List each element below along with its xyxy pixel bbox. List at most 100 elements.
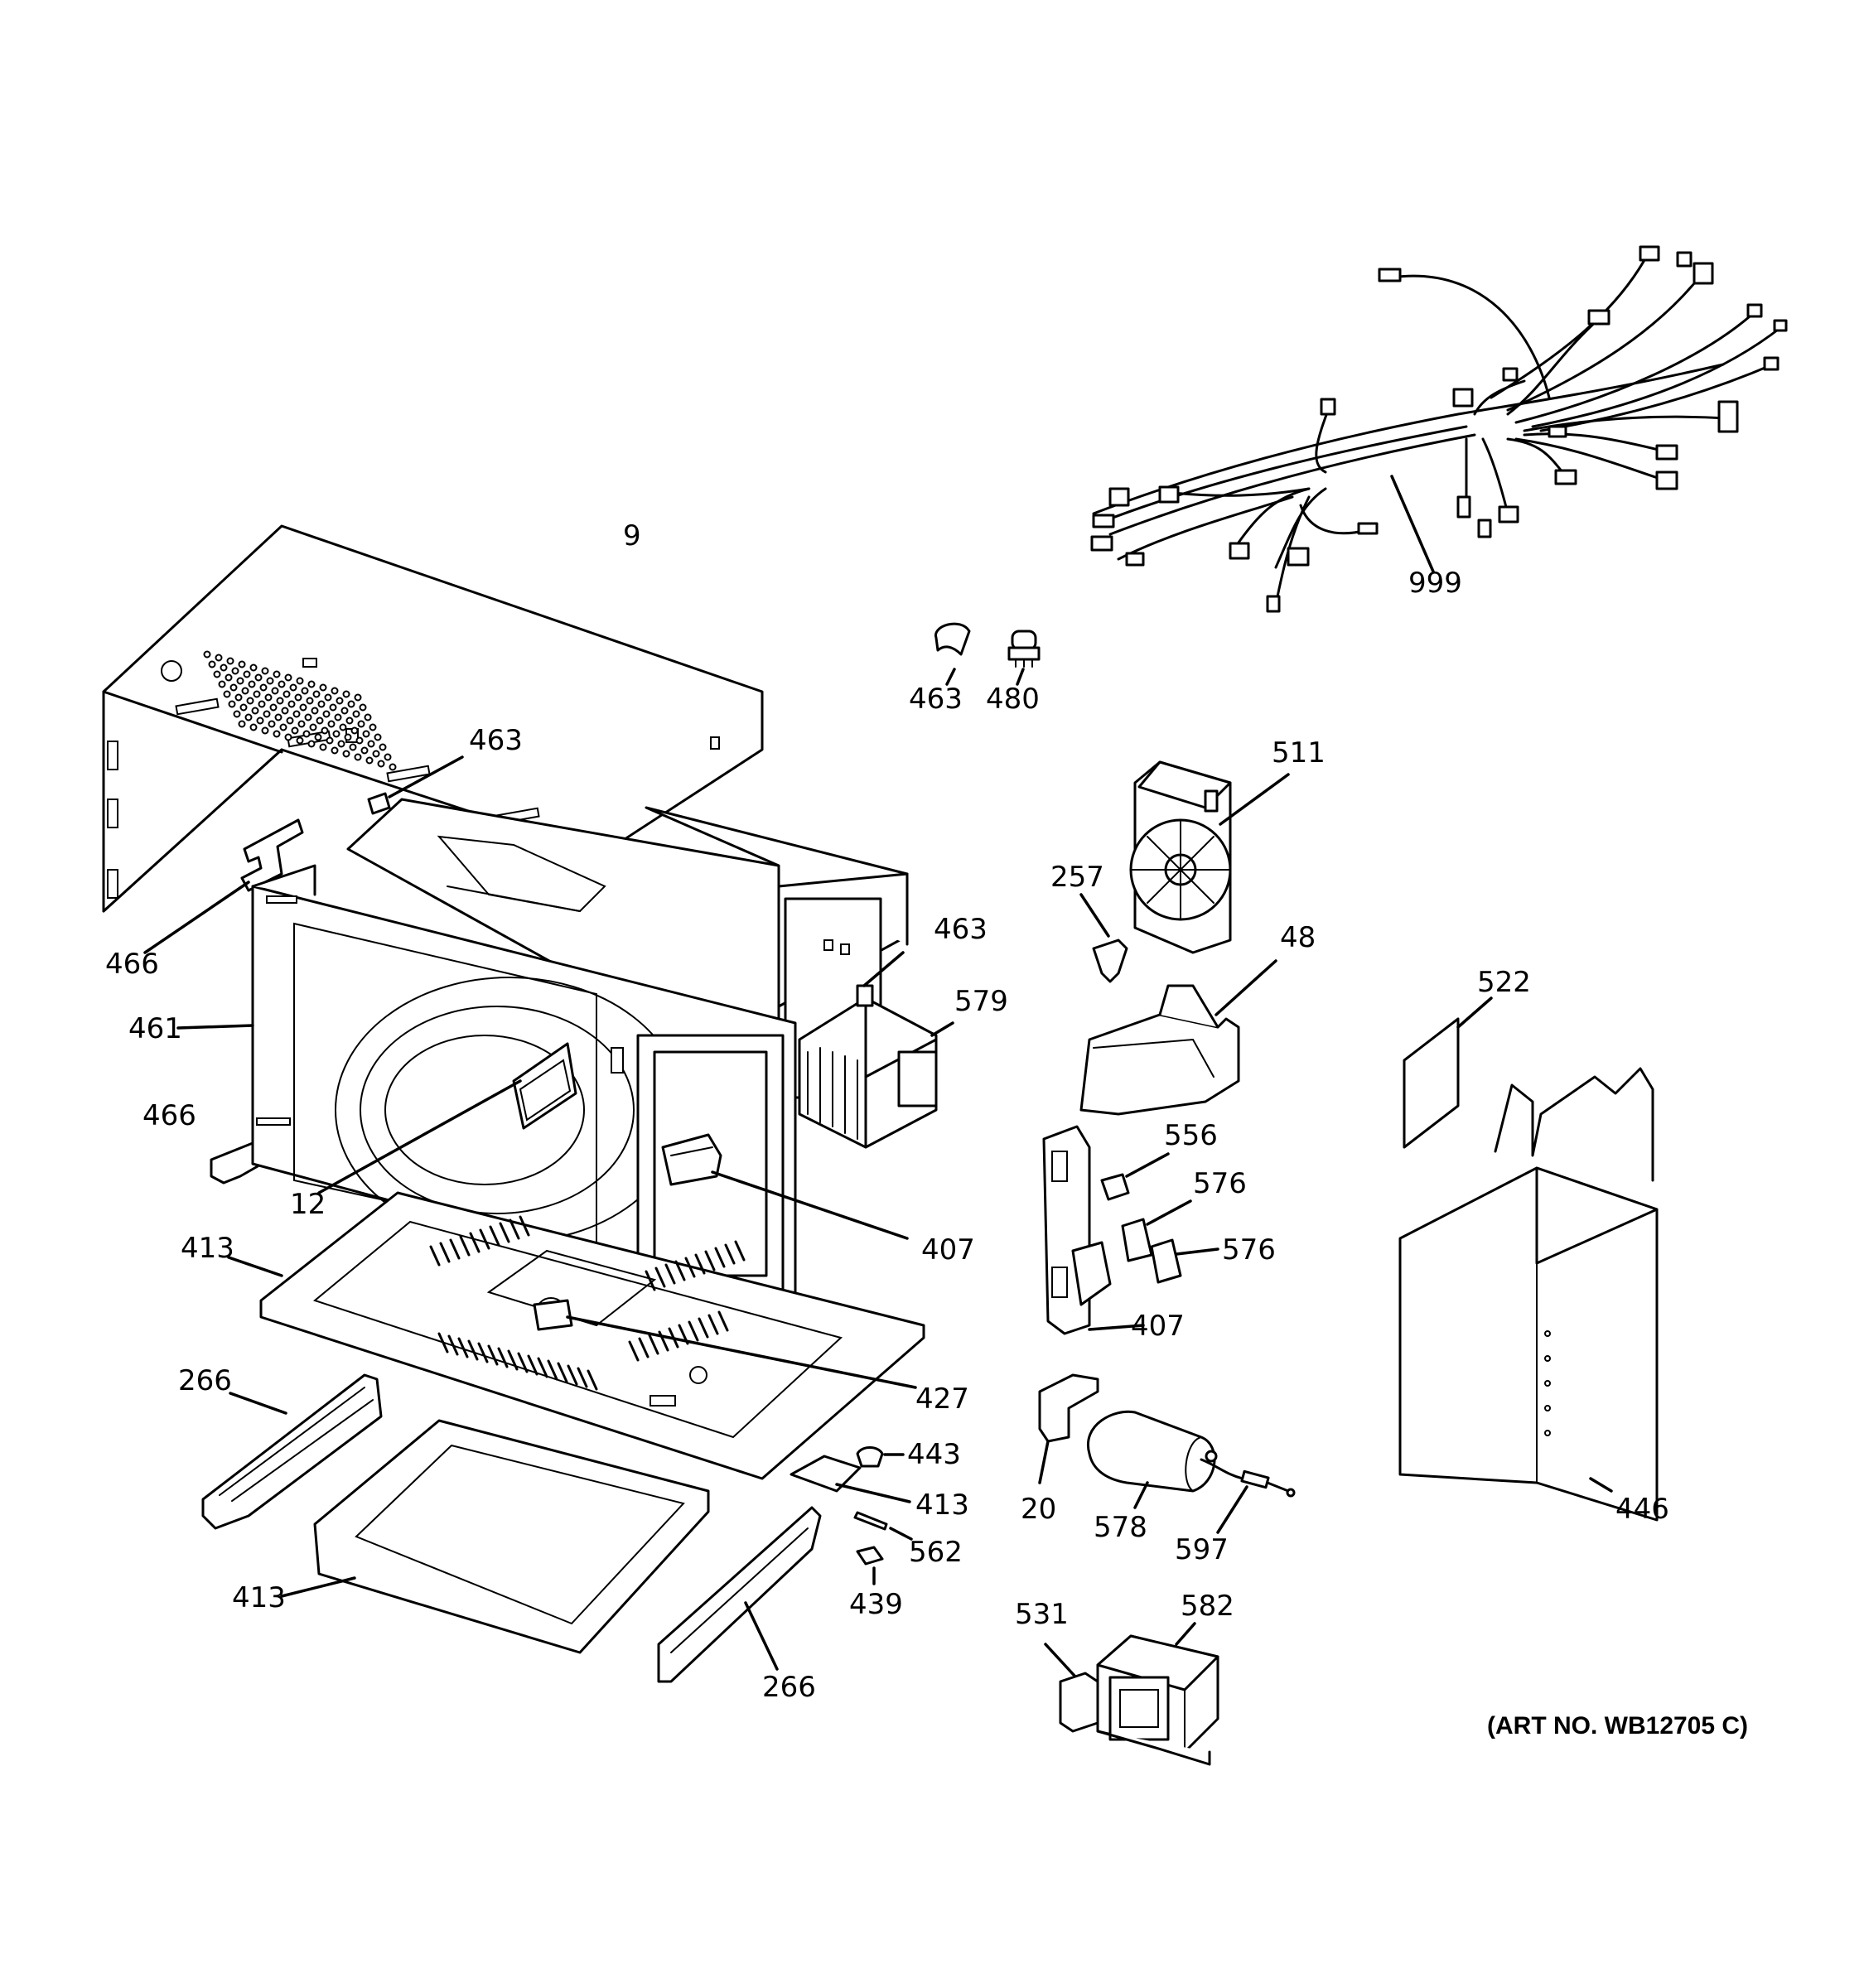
vent-hole bbox=[268, 720, 276, 728]
callout-463: 463 bbox=[909, 683, 963, 716]
vent-slot bbox=[645, 1270, 656, 1291]
vent-hole bbox=[384, 753, 392, 761]
vent-slot bbox=[577, 1367, 588, 1388]
box-part-446 bbox=[1398, 1067, 1659, 1522]
callout-522: 522 bbox=[1477, 966, 1531, 999]
vent-hole bbox=[284, 673, 292, 682]
vent-hole bbox=[319, 743, 327, 751]
callout-511: 511 bbox=[1272, 736, 1326, 770]
vent-slot bbox=[567, 1364, 578, 1386]
vent-hole bbox=[296, 677, 304, 685]
vent-hole bbox=[292, 710, 301, 718]
vent-slot bbox=[707, 1314, 719, 1335]
vent-hole bbox=[208, 660, 216, 668]
vent-slot bbox=[479, 1228, 490, 1250]
vent-slot bbox=[688, 1320, 699, 1342]
vent-slot bbox=[698, 1317, 709, 1339]
callout-556: 556 bbox=[1164, 1119, 1218, 1152]
vent-hole bbox=[334, 713, 342, 721]
callout-427: 427 bbox=[915, 1382, 969, 1416]
vent-hole bbox=[331, 687, 339, 695]
vent-slot bbox=[439, 1242, 451, 1263]
vent-slot bbox=[467, 1339, 479, 1361]
vent-slot bbox=[734, 1240, 746, 1262]
vent-hole bbox=[336, 697, 344, 705]
vent-slot bbox=[724, 1243, 736, 1265]
vent-hole bbox=[233, 710, 241, 718]
vent-hole bbox=[248, 680, 256, 688]
diode-part-597 bbox=[1200, 1458, 1296, 1498]
vent-hole bbox=[355, 736, 364, 745]
callout-9: 9 bbox=[623, 519, 641, 552]
vent-slot bbox=[527, 1354, 538, 1376]
panel-part-522 bbox=[1403, 1017, 1460, 1149]
vent-slot bbox=[477, 1342, 489, 1363]
vent-hole bbox=[223, 690, 231, 698]
vent-hole bbox=[261, 726, 269, 735]
callout-463: 463 bbox=[469, 724, 523, 757]
vent-hole bbox=[345, 717, 354, 725]
thermostat-part-257 bbox=[1092, 939, 1128, 983]
vent-hole bbox=[269, 703, 278, 712]
vent-hole bbox=[241, 687, 249, 695]
vent-hole bbox=[357, 720, 365, 728]
vent-slot bbox=[499, 1222, 510, 1243]
vent-hole bbox=[261, 667, 269, 675]
vent-slot bbox=[674, 1260, 686, 1281]
capacitor-part-578 bbox=[1086, 1410, 1218, 1493]
vent-hole bbox=[337, 740, 345, 748]
vent-hole bbox=[244, 713, 253, 721]
vent-hole bbox=[273, 730, 281, 738]
vent-hole bbox=[220, 663, 228, 672]
vent-slot bbox=[429, 1245, 441, 1267]
vent-hole bbox=[296, 736, 304, 745]
vent-slot bbox=[704, 1250, 716, 1271]
vent-hole bbox=[349, 743, 357, 751]
callout-439: 439 bbox=[849, 1588, 903, 1621]
callout-579: 579 bbox=[954, 985, 1008, 1018]
vent-hole bbox=[297, 720, 306, 728]
vent-hole bbox=[359, 703, 367, 712]
outer-case-part-9 bbox=[102, 524, 764, 913]
vent-hole bbox=[377, 760, 385, 768]
vent-hole bbox=[253, 690, 261, 698]
cavity-part-461 bbox=[251, 798, 909, 1310]
callout-466: 466 bbox=[142, 1099, 196, 1132]
vent-hole bbox=[354, 693, 362, 702]
vent-slot bbox=[459, 1235, 471, 1257]
vent-slot bbox=[447, 1334, 459, 1356]
vent-hole bbox=[331, 746, 339, 755]
callout-20: 20 bbox=[1021, 1493, 1056, 1526]
callout-463: 463 bbox=[934, 913, 988, 946]
vent-hole bbox=[326, 736, 334, 745]
vent-hole bbox=[379, 743, 387, 751]
callout-562: 562 bbox=[909, 1536, 963, 1569]
vent-hole bbox=[226, 657, 234, 665]
vent-hole bbox=[304, 713, 312, 721]
callout-582: 582 bbox=[1181, 1590, 1234, 1623]
vent-hole bbox=[309, 723, 317, 731]
vent-hole bbox=[218, 680, 226, 688]
vent-hole bbox=[360, 746, 369, 755]
vent-hole bbox=[249, 663, 258, 672]
callout-443: 443 bbox=[907, 1438, 961, 1471]
vent-hole bbox=[352, 710, 360, 718]
vent-hole bbox=[256, 717, 264, 725]
callout-999: 999 bbox=[1408, 567, 1462, 600]
drip-tray-part-413 bbox=[313, 1419, 710, 1654]
rail-part-266-right bbox=[657, 1506, 822, 1683]
vent-slot bbox=[664, 1263, 676, 1285]
vent-hole bbox=[362, 730, 370, 738]
vent-slot bbox=[547, 1359, 558, 1381]
vent-hole bbox=[367, 740, 375, 748]
callout-12: 12 bbox=[290, 1188, 326, 1221]
vent-slot bbox=[537, 1357, 548, 1378]
vent-hole bbox=[299, 703, 307, 712]
vent-hole bbox=[282, 690, 291, 698]
vent-slot bbox=[654, 1267, 666, 1288]
vent-hole bbox=[246, 697, 254, 705]
vent-hole bbox=[284, 733, 292, 741]
vent-slot bbox=[628, 1340, 640, 1362]
vent-hole bbox=[321, 726, 329, 735]
knob-part-480 bbox=[1007, 630, 1041, 668]
